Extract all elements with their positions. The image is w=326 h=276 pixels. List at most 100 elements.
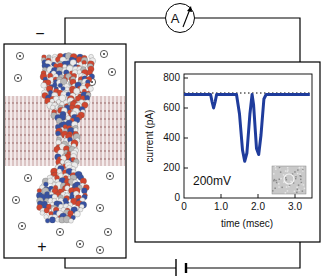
inset-grain (301, 182, 303, 184)
atom-sphere (45, 219, 50, 224)
axis-tick-label: 600 (163, 103, 180, 113)
ion-dot (109, 175, 111, 177)
ion-dot (15, 199, 17, 201)
ion-dot (79, 243, 81, 245)
inset-grain (272, 190, 274, 192)
ion-dot (59, 231, 61, 233)
ion (108, 68, 115, 75)
ammeter-circle: A (165, 3, 195, 33)
meter-letter: A (171, 12, 180, 25)
ion-dot (103, 53, 105, 55)
inset-grain (294, 171, 296, 173)
wire (195, 18, 300, 62)
atom-sphere (50, 105, 55, 110)
inset-grain (278, 183, 280, 185)
inset-grain (281, 187, 283, 189)
inset-grain (273, 173, 275, 175)
ion-dot (107, 231, 109, 233)
atom-sphere (49, 217, 55, 223)
inset-grain (295, 176, 297, 178)
atom-sphere (61, 86, 65, 90)
ion (106, 172, 113, 179)
ion-dot (21, 225, 23, 227)
polarity-sign: − (35, 26, 44, 42)
cell-box (4, 44, 126, 258)
inset-grain (302, 169, 304, 171)
axis-tick-label: 800 (163, 73, 180, 83)
atom-sphere (88, 86, 93, 91)
inset-grain (287, 190, 289, 192)
inset-grain (299, 167, 301, 169)
inset-grain (299, 175, 301, 177)
atom-sphere (44, 208, 49, 213)
inset-grain (298, 190, 300, 192)
ion (12, 196, 19, 203)
inset-grain (287, 169, 289, 171)
atom-sphere (57, 169, 62, 174)
ion (96, 204, 103, 211)
inset-grain (285, 170, 287, 172)
meter-needle (183, 9, 190, 27)
ion-dot (99, 249, 101, 251)
atom-sphere (66, 116, 71, 121)
inset-grain (279, 168, 281, 170)
inset-grain (288, 186, 290, 188)
ion (100, 50, 107, 57)
ion-group (12, 50, 115, 253)
inset-grain (275, 168, 277, 170)
inset-grain (274, 188, 276, 190)
inset-grain (299, 167, 301, 169)
inset-pore (284, 174, 294, 184)
ion (18, 222, 25, 229)
inset-grain (301, 167, 303, 169)
inset-grain (299, 174, 301, 176)
polarity-sign: + (37, 239, 46, 255)
inset-grain (278, 186, 280, 188)
axis-tick-label: 3.0 (288, 202, 302, 212)
voltage-label: 200mV (193, 175, 231, 187)
inset-grain (290, 181, 292, 183)
inset-grain (283, 174, 285, 176)
ion-dot (99, 207, 101, 209)
plot-frame (184, 74, 312, 198)
inset-grain (297, 189, 299, 191)
inset-grain (274, 179, 276, 181)
graph-panel (135, 62, 320, 242)
inset-grain (295, 176, 297, 178)
atom-sphere (60, 160, 64, 164)
wire (186, 242, 300, 268)
inset-grain (285, 177, 287, 179)
atom-sphere (74, 211, 80, 217)
inset-grain (286, 186, 288, 188)
inset-grain (302, 190, 304, 192)
inset-grain (300, 179, 302, 181)
ion (24, 174, 31, 181)
ion-dot (111, 71, 113, 73)
battery-plate (175, 259, 176, 276)
ion (104, 228, 111, 235)
inset-grain (304, 188, 306, 190)
inset-grain (303, 184, 305, 186)
inset-grain (297, 173, 299, 175)
inset-image (272, 166, 306, 194)
inset-grain (276, 182, 278, 184)
membrane (5, 96, 125, 166)
atom-sphere (81, 188, 87, 194)
inset-grain (275, 166, 277, 168)
atom-sphere (40, 211, 45, 216)
wire (65, 18, 165, 44)
inset-grain (296, 192, 298, 194)
axis-tick-label: 0 (174, 193, 180, 203)
ion (14, 74, 21, 81)
atom-sphere (48, 178, 54, 184)
inset-grain (302, 170, 304, 172)
inset-grain (295, 178, 297, 180)
axis-title: current (pA) (145, 110, 155, 163)
inset-texture (272, 166, 305, 194)
ion (76, 240, 83, 247)
axis-tick-label: 400 (163, 133, 180, 143)
current-trace (184, 95, 310, 162)
